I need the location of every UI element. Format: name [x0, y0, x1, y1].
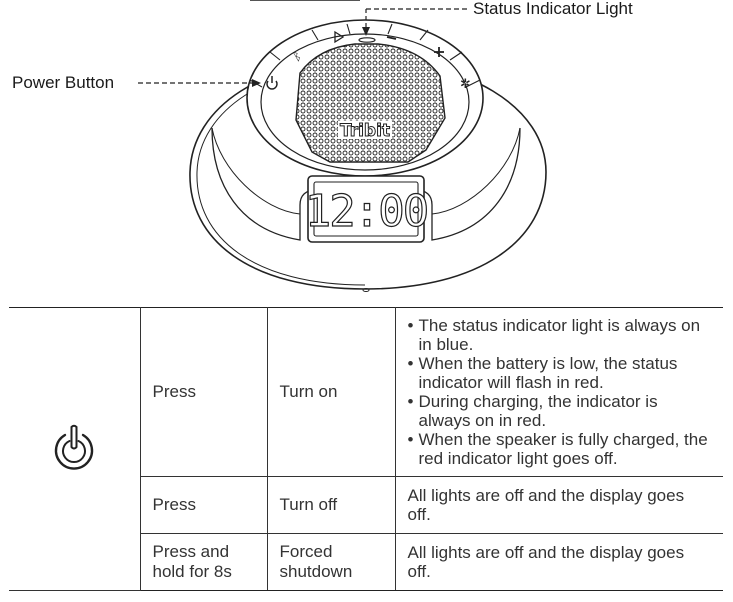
operation-table: Press Turn on The status indicator light… [9, 307, 723, 591]
table-row: Press Turn off All lights are off and th… [9, 476, 723, 534]
power-button-callout: Power Button [12, 73, 115, 92]
clock-display: 12:00 [305, 186, 427, 237]
function-cell: Turn on [266, 307, 396, 477]
play-button-icon [334, 30, 345, 44]
description-cell: All lights are off and the display goes … [394, 476, 723, 534]
table-row: Press and hold for 8s Forced shutdown Al… [9, 533, 723, 591]
light-button-icon: ✲ [460, 77, 471, 92]
table-row: Press Turn on The status indicator light… [9, 307, 723, 591]
power-icon [55, 424, 94, 470]
minus-button-icon [386, 36, 397, 40]
action-cell: Press [139, 307, 268, 477]
function-cell: Turn off [266, 476, 396, 534]
list-item: The status indicator light is always on … [408, 316, 712, 354]
function-cell: Forced shutdown [266, 533, 396, 591]
brand-logo: Tribit [340, 121, 390, 141]
power-icon-cell [9, 307, 141, 591]
speaker-illustration: ᛒ ✲ Tribit 12:00 [138, 0, 547, 292]
status-indicator-light [358, 37, 376, 43]
action-cell: Press [139, 476, 268, 534]
description-cell: The status indicator light is always on … [394, 307, 723, 477]
list-item: During charging, the indicator is always… [408, 392, 712, 430]
list-item: When the speaker is fully charged, the r… [408, 430, 712, 468]
description-cell: All lights are off and the display goes … [394, 533, 723, 591]
list-item: When the battery is low, the status indi… [408, 354, 712, 392]
action-cell: Press and hold for 8s [139, 533, 268, 591]
status-indicator-callout: Status Indicator Light [473, 0, 633, 18]
power-button-icon [266, 76, 278, 90]
plus-button-icon [434, 47, 444, 57]
